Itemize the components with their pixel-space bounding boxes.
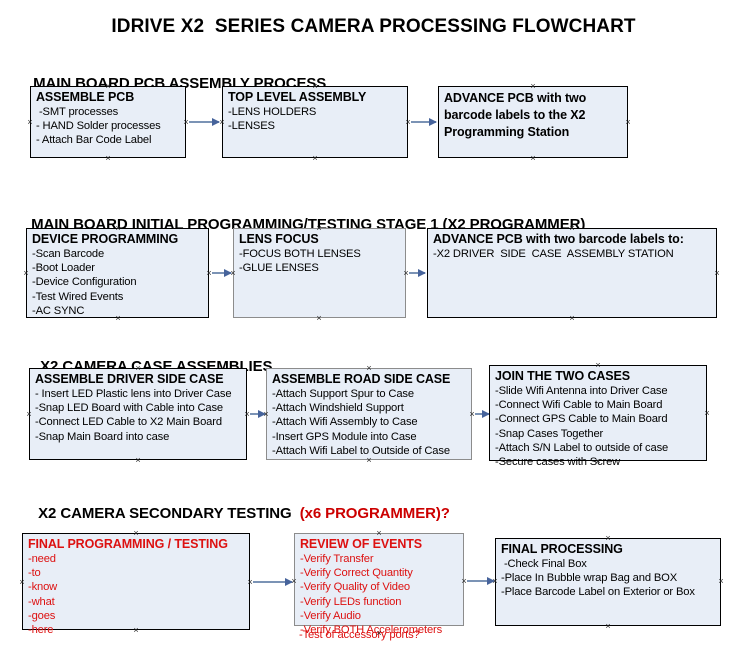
connector-arrow: [212, 268, 232, 277]
connector-arrow: [411, 117, 437, 126]
node-title: REVIEW OF EVENTS: [300, 537, 423, 551]
connector-arrow: [253, 577, 293, 586]
node-title: TOP LEVEL ASSEMBLY: [228, 90, 367, 104]
node-line: -Slide Wifi Antenna into Driver Case: [495, 385, 668, 397]
node-review-of-events-overflow-line: -Test of accessory ports?: [299, 629, 420, 641]
node-line: -Device Configuration: [32, 276, 137, 289]
node-title: ASSEMBLE PCB: [36, 90, 135, 104]
node-line: -FOCUS BOTH LENSES: [239, 248, 361, 260]
node-line: -Test Wired Events: [32, 290, 124, 303]
node-assemble-road-side-case[interactable]: ASSEMBLE ROAD SIDE CASE -Attach Support …: [266, 368, 472, 460]
node-line: -Verify Correct Quantity: [300, 567, 413, 580]
node-lens-focus[interactable]: LENS FOCUS -FOCUS BOTH LENSES -GLUE LENS…: [233, 228, 406, 318]
node-line: -Snap Cases Together: [495, 427, 604, 440]
connector-arrow: [250, 409, 266, 418]
section-heading-4-accent: (x6 PROGRAMMER)?: [299, 505, 450, 522]
node-line: -Attach Wifi Assembly to Case: [272, 416, 418, 429]
node-review-of-events[interactable]: REVIEW OF EVENTS -Verify Transfer -Verif…: [294, 533, 464, 636]
node-line: -Scan Barcode: [32, 248, 105, 260]
node-line: - Insert LED Plastic lens into Driver Ca…: [35, 388, 232, 400]
connector-arrow: [475, 409, 490, 418]
node-line: -Verify LEDs function: [300, 595, 402, 608]
node-assemble-driver-side-case[interactable]: ASSEMBLE DRIVER SIDE CASE - Insert LED P…: [29, 368, 247, 460]
node-line: -Snap LED Board with Cable into Case: [35, 402, 223, 415]
node-line: -Verify Quality of Video: [300, 581, 410, 594]
node-advance-pcb-driver-side-case[interactable]: ADVANCE PCB with two barcode labels to: …: [427, 228, 717, 318]
page-title: IDRIVE X2 SERIES CAMERA PROCESSING FLOWC…: [111, 16, 636, 37]
node-line: -LENS HOLDERS: [228, 106, 317, 118]
node-line: -Verify BOTH Accelerometers: [300, 624, 443, 637]
node-join-the-two-cases[interactable]: JOIN THE TWO CASES -Slide Wifi Antenna i…: [489, 365, 707, 468]
section-heading-4: X2 CAMERA SECONDARY TESTING (x6 PROGRAMM…: [30, 488, 450, 522]
node-line: -Secure cases with Screw: [495, 456, 621, 469]
node-line: -Attach Support Spur to Case: [272, 388, 414, 400]
node-title: FINAL PROCESSING: [501, 542, 623, 556]
node-line: -GLUE LENSES: [239, 262, 319, 275]
node-line: -AC SYNC: [32, 304, 85, 317]
node-assemble-pcb[interactable]: ASSEMBLE PCB -SMT processes - HAND Solde…: [30, 86, 186, 158]
node-title: ADVANCE PCB with two barcode labels to:: [433, 232, 684, 246]
node-line: -Attach S/N Label to outside of case: [495, 441, 669, 454]
node-line: -Insert GPS Module into Case: [272, 430, 417, 443]
node-title: ASSEMBLE DRIVER SIDE CASE: [35, 372, 224, 386]
node-line: -Connect GPS Cable to Main Board: [495, 413, 668, 426]
node-top-level-assembly[interactable]: TOP LEVEL ASSEMBLY -LENS HOLDERS -LENSES: [222, 86, 408, 158]
node-line: -SMT processes: [36, 106, 119, 118]
node-title: DEVICE PROGRAMMING: [32, 232, 179, 246]
node-line: -Place In Bubble wrap Bag and BOX: [501, 572, 678, 585]
node-final-processing[interactable]: FINAL PROCESSING -Check Final Box -Place…: [495, 538, 721, 626]
node-line: -know: [28, 581, 58, 594]
node-final-programming-testing[interactable]: FINAL PROGRAMMING / TESTING -need -to -k…: [22, 533, 250, 636]
node-line: -what: [28, 595, 55, 608]
node-title: FINAL PROGRAMMING / TESTING: [28, 537, 228, 551]
node-line: -Attach Wifi Label to Outside of Case: [272, 444, 450, 457]
node-title: JOIN THE TWO CASES: [495, 369, 631, 383]
node-line: -LENSES: [228, 120, 275, 133]
node-line: -need: [28, 553, 56, 565]
node-line: -Place Barcode Label on Exterior or Box: [501, 586, 695, 599]
node-line: -Verify Audio: [300, 609, 361, 622]
node-line: -Boot Loader: [32, 262, 95, 275]
node-line: -goes: [28, 609, 56, 622]
connector-arrow: [189, 117, 220, 126]
section-heading-4-text: X2 CAMERA SECONDARY TESTING: [38, 505, 300, 522]
node-line: -to: [28, 567, 41, 580]
node-line: - HAND Solder processes: [36, 120, 161, 133]
node-advance-pcb-programming-station[interactable]: ADVANCE PCB with two barcode labels to t…: [438, 86, 628, 158]
node-line: -Verify Transfer: [300, 553, 374, 565]
node-title: ADVANCE PCB with two barcode labels to t…: [444, 91, 587, 139]
node-line: -X2 DRIVER SIDE CASE ASSEMBLY STATION: [433, 248, 674, 260]
node-title: LENS FOCUS: [239, 232, 319, 246]
node-line: - Attach Bar Code Label: [36, 134, 152, 147]
node-device-programming[interactable]: DEVICE PROGRAMMING -Scan Barcode -Boot L…: [26, 228, 209, 318]
node-line: -here: [28, 624, 54, 637]
node-title: ASSEMBLE ROAD SIDE CASE: [272, 372, 451, 386]
node-line: -Attach Windshield Support: [272, 402, 404, 415]
node-line: -Connect LED Cable to X2 Main Board: [35, 416, 222, 429]
connector-arrow: [467, 576, 495, 585]
node-line: -Check Final Box: [501, 558, 587, 570]
connector-arrow: [409, 268, 426, 277]
node-line: -Snap Main Board into case: [35, 430, 170, 443]
node-line: -Connect Wifi Cable to Main Board: [495, 399, 663, 412]
